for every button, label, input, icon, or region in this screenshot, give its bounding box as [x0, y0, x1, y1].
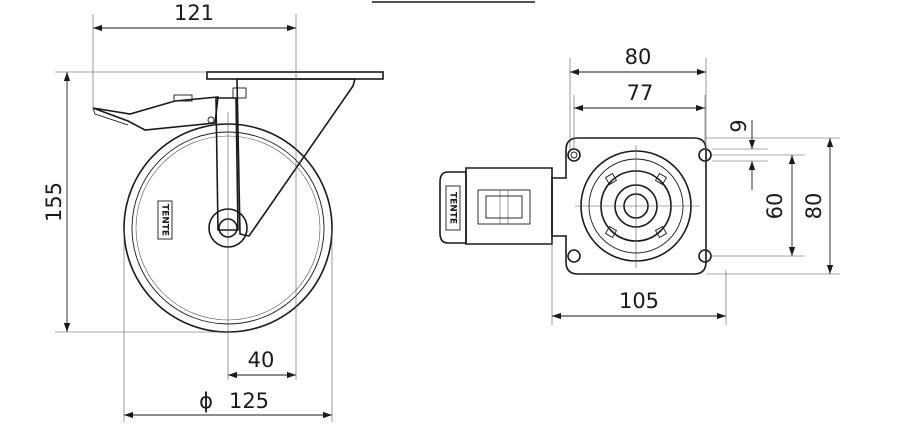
- top-plate: [206, 71, 384, 80]
- dim-155: 155: [42, 182, 66, 222]
- brand-plate-top: [445, 185, 461, 231]
- dim-80-right: 80: [802, 193, 826, 220]
- top-dimensions: 80 77 9 60 80 105: [551, 45, 840, 325]
- dim-9: 9: [727, 119, 751, 132]
- rivet-3: [604, 225, 618, 239]
- dim-121: 121: [174, 1, 214, 25]
- brand-label-side: TENTE: [160, 204, 170, 236]
- bolt-hole-br: [698, 249, 712, 263]
- dim-125: 125: [229, 389, 269, 413]
- top-view: TENTE: [439, 137, 712, 275]
- dim-77: 77: [627, 81, 654, 105]
- brake-lever: [92, 96, 219, 131]
- rivet-4: [654, 225, 668, 239]
- dim-105: 105: [619, 289, 659, 313]
- rivet-2: [654, 172, 668, 186]
- rivet-1: [604, 172, 618, 186]
- brake-catch: [173, 94, 193, 102]
- brand-plate-side: [157, 200, 173, 240]
- fork-rivet: [207, 116, 215, 124]
- brake-block: [477, 189, 531, 225]
- diameter-symbol: ϕ: [199, 389, 213, 413]
- bolt-hole-tr: [698, 148, 712, 162]
- brake-pedal-top: [439, 171, 467, 244]
- mounting-plate: [551, 137, 707, 275]
- brake-pivot: [570, 151, 578, 159]
- brake-pedal: [92, 107, 129, 126]
- swivel-lock: [232, 87, 247, 99]
- fork-arm: [236, 78, 357, 237]
- dim-60: 60: [763, 193, 787, 220]
- side-dimensions: 121 155 40 ϕ 125: [42, 1, 333, 422]
- brake-housing: [465, 167, 553, 245]
- side-view: TENTE: [92, 71, 384, 345]
- fork-leg: [215, 97, 239, 231]
- bolt-hole-bl: [567, 249, 581, 263]
- dim-40: 40: [248, 348, 275, 372]
- dim-80-top: 80: [625, 45, 652, 69]
- bolt-hole-tl: [567, 148, 581, 162]
- brand-label-top: TENTE: [448, 192, 458, 224]
- brake-insert: [485, 195, 523, 219]
